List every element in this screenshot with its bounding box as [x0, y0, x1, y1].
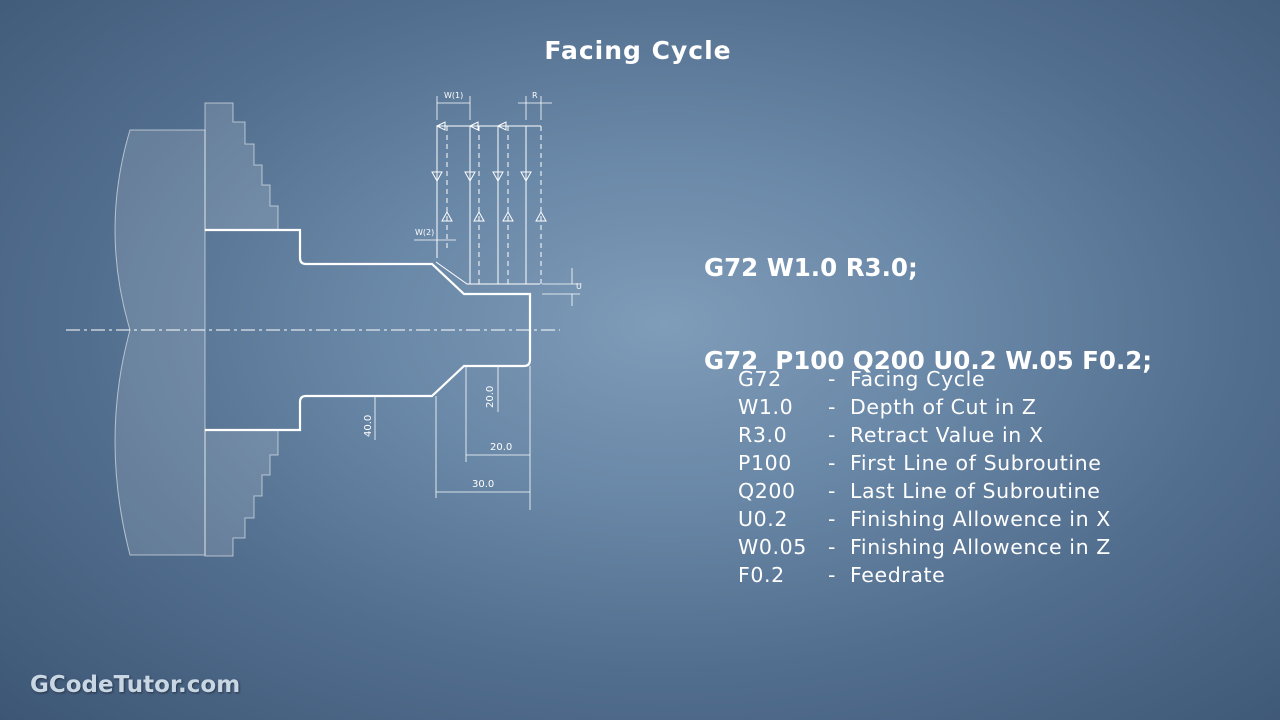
legend-code: F0.2 — [738, 563, 785, 587]
legend-item: P100 - First Line of Subroutine — [738, 449, 1111, 477]
legend-code: R3.0 — [738, 423, 788, 447]
chuck-jaws-lower — [204, 429, 279, 557]
legend-code: Q200 — [738, 479, 796, 503]
legend-desc: Last Line of Subroutine — [850, 479, 1101, 503]
legend-dash: - — [828, 451, 836, 475]
label-r: R — [532, 91, 538, 100]
legend-item: U0.2 - Finishing Allowence in X — [738, 505, 1111, 533]
legend-code: P100 — [738, 451, 792, 475]
legend-item: F0.2 - Feedrate — [738, 561, 1111, 589]
gcode-line-2: G72 P100 Q200 U0.2 W.05 F0.2; — [704, 346, 1153, 375]
legend-dash: - — [828, 423, 836, 447]
legend-dash: - — [828, 535, 836, 559]
gcode-block: G72 W1.0 R3.0; G72 P100 Q200 U0.2 W.05 F… — [704, 190, 1152, 407]
legend-dash: - — [828, 479, 836, 503]
label-20-vertical: 20.0 — [485, 386, 496, 408]
brand-watermark: GCodeTutor.com — [30, 672, 241, 698]
chuck-body — [114, 129, 206, 556]
legend-item: R3.0 - Retract Value in X — [738, 421, 1111, 449]
legend-desc: First Line of Subroutine — [850, 451, 1102, 475]
legend-dash: - — [828, 507, 836, 531]
legend-desc: Finishing Allowence in Z — [850, 535, 1111, 559]
legend-desc: Facing Cycle — [850, 367, 986, 391]
chuck-jaws — [204, 102, 279, 231]
label-30: 30.0 — [472, 479, 494, 490]
allowance-line — [435, 261, 540, 285]
legend-item: Q200 - Last Line of Subroutine — [738, 477, 1111, 505]
part-profile-top — [205, 228, 532, 330]
legend-code: W0.05 — [738, 535, 807, 559]
legend-desc: Feedrate — [850, 563, 946, 587]
legend-desc: Finishing Allowence in X — [850, 507, 1111, 531]
label-w2: W(2) — [415, 228, 434, 237]
label-u: U — [576, 282, 582, 291]
legend-dash: - — [828, 395, 836, 419]
gcode-line-1: G72 W1.0 R3.0; — [704, 253, 918, 282]
legend-code: W1.0 — [738, 395, 794, 419]
legend-code: G72 — [738, 367, 782, 391]
page-title: Facing Cycle — [544, 36, 732, 65]
legend-item: G72 - Facing Cycle — [738, 365, 1111, 393]
facing-cycle-drawing: W(1) R W(2) U 40.0 20.0 20.0 30.0 — [0, 0, 700, 720]
legend-dash: - — [828, 563, 836, 587]
legend-desc: Retract Value in X — [850, 423, 1044, 447]
label-20-horizontal: 20.0 — [490, 442, 512, 453]
parameter-legend: G72 - Facing Cycle W1.0 - Depth of Cut i… — [738, 365, 1111, 589]
part-profile-bottom — [205, 330, 532, 432]
legend-desc: Depth of Cut in Z — [850, 395, 1037, 419]
label-40: 40.0 — [363, 415, 374, 437]
legend-item: W0.05 - Finishing Allowence in Z — [738, 533, 1111, 561]
label-w1: W(1) — [444, 91, 463, 100]
legend-item: W1.0 - Depth of Cut in Z — [738, 393, 1111, 421]
legend-code: U0.2 — [738, 507, 789, 531]
legend-dash: - — [828, 367, 836, 391]
